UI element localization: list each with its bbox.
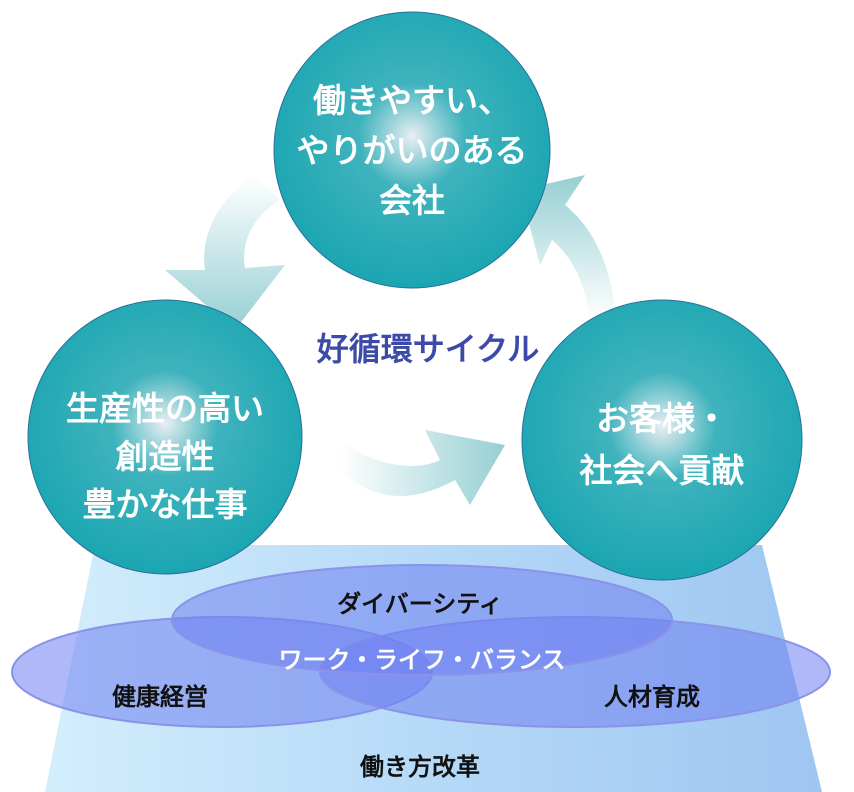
circle-right-line1: お客様・	[596, 399, 728, 438]
foundation-ellipses	[11, 564, 831, 728]
talent-label: 人材育成	[604, 683, 700, 711]
circle-top-line2: やりがいのある	[297, 131, 528, 170]
arrow-top-to-left	[165, 175, 285, 330]
circle-left: 生産性の高い 創造性 豊かな仕事	[27, 299, 303, 575]
health-label: 健康経営	[112, 683, 208, 711]
arrow-left-to-right	[340, 430, 505, 505]
circle-left-line3: 豊かな仕事	[83, 485, 248, 524]
circle-left-line1: 生産性の高い	[66, 389, 264, 428]
circle-right: お客様・ 社会へ貢献	[521, 299, 803, 581]
circle-top: 働きやすい、 やりがいのある 会社	[273, 11, 551, 289]
cycle-label: 好循環サイクル	[316, 330, 539, 368]
wlb-label: ワーク・ライフ・バランス	[278, 646, 565, 674]
diversity-label: ダイバーシティ	[337, 590, 503, 618]
circle-left-line2: 創造性	[116, 437, 215, 476]
ellipse-diversity	[171, 564, 673, 676]
circle-top-line3: 会社	[379, 181, 445, 220]
arrow-right-to-top	[520, 175, 615, 320]
circle-right-line2: 社会へ貢献	[580, 451, 745, 490]
reform-label: 働き方改革	[359, 753, 480, 781]
circle-top-line1: 働きやすい、	[313, 81, 511, 120]
